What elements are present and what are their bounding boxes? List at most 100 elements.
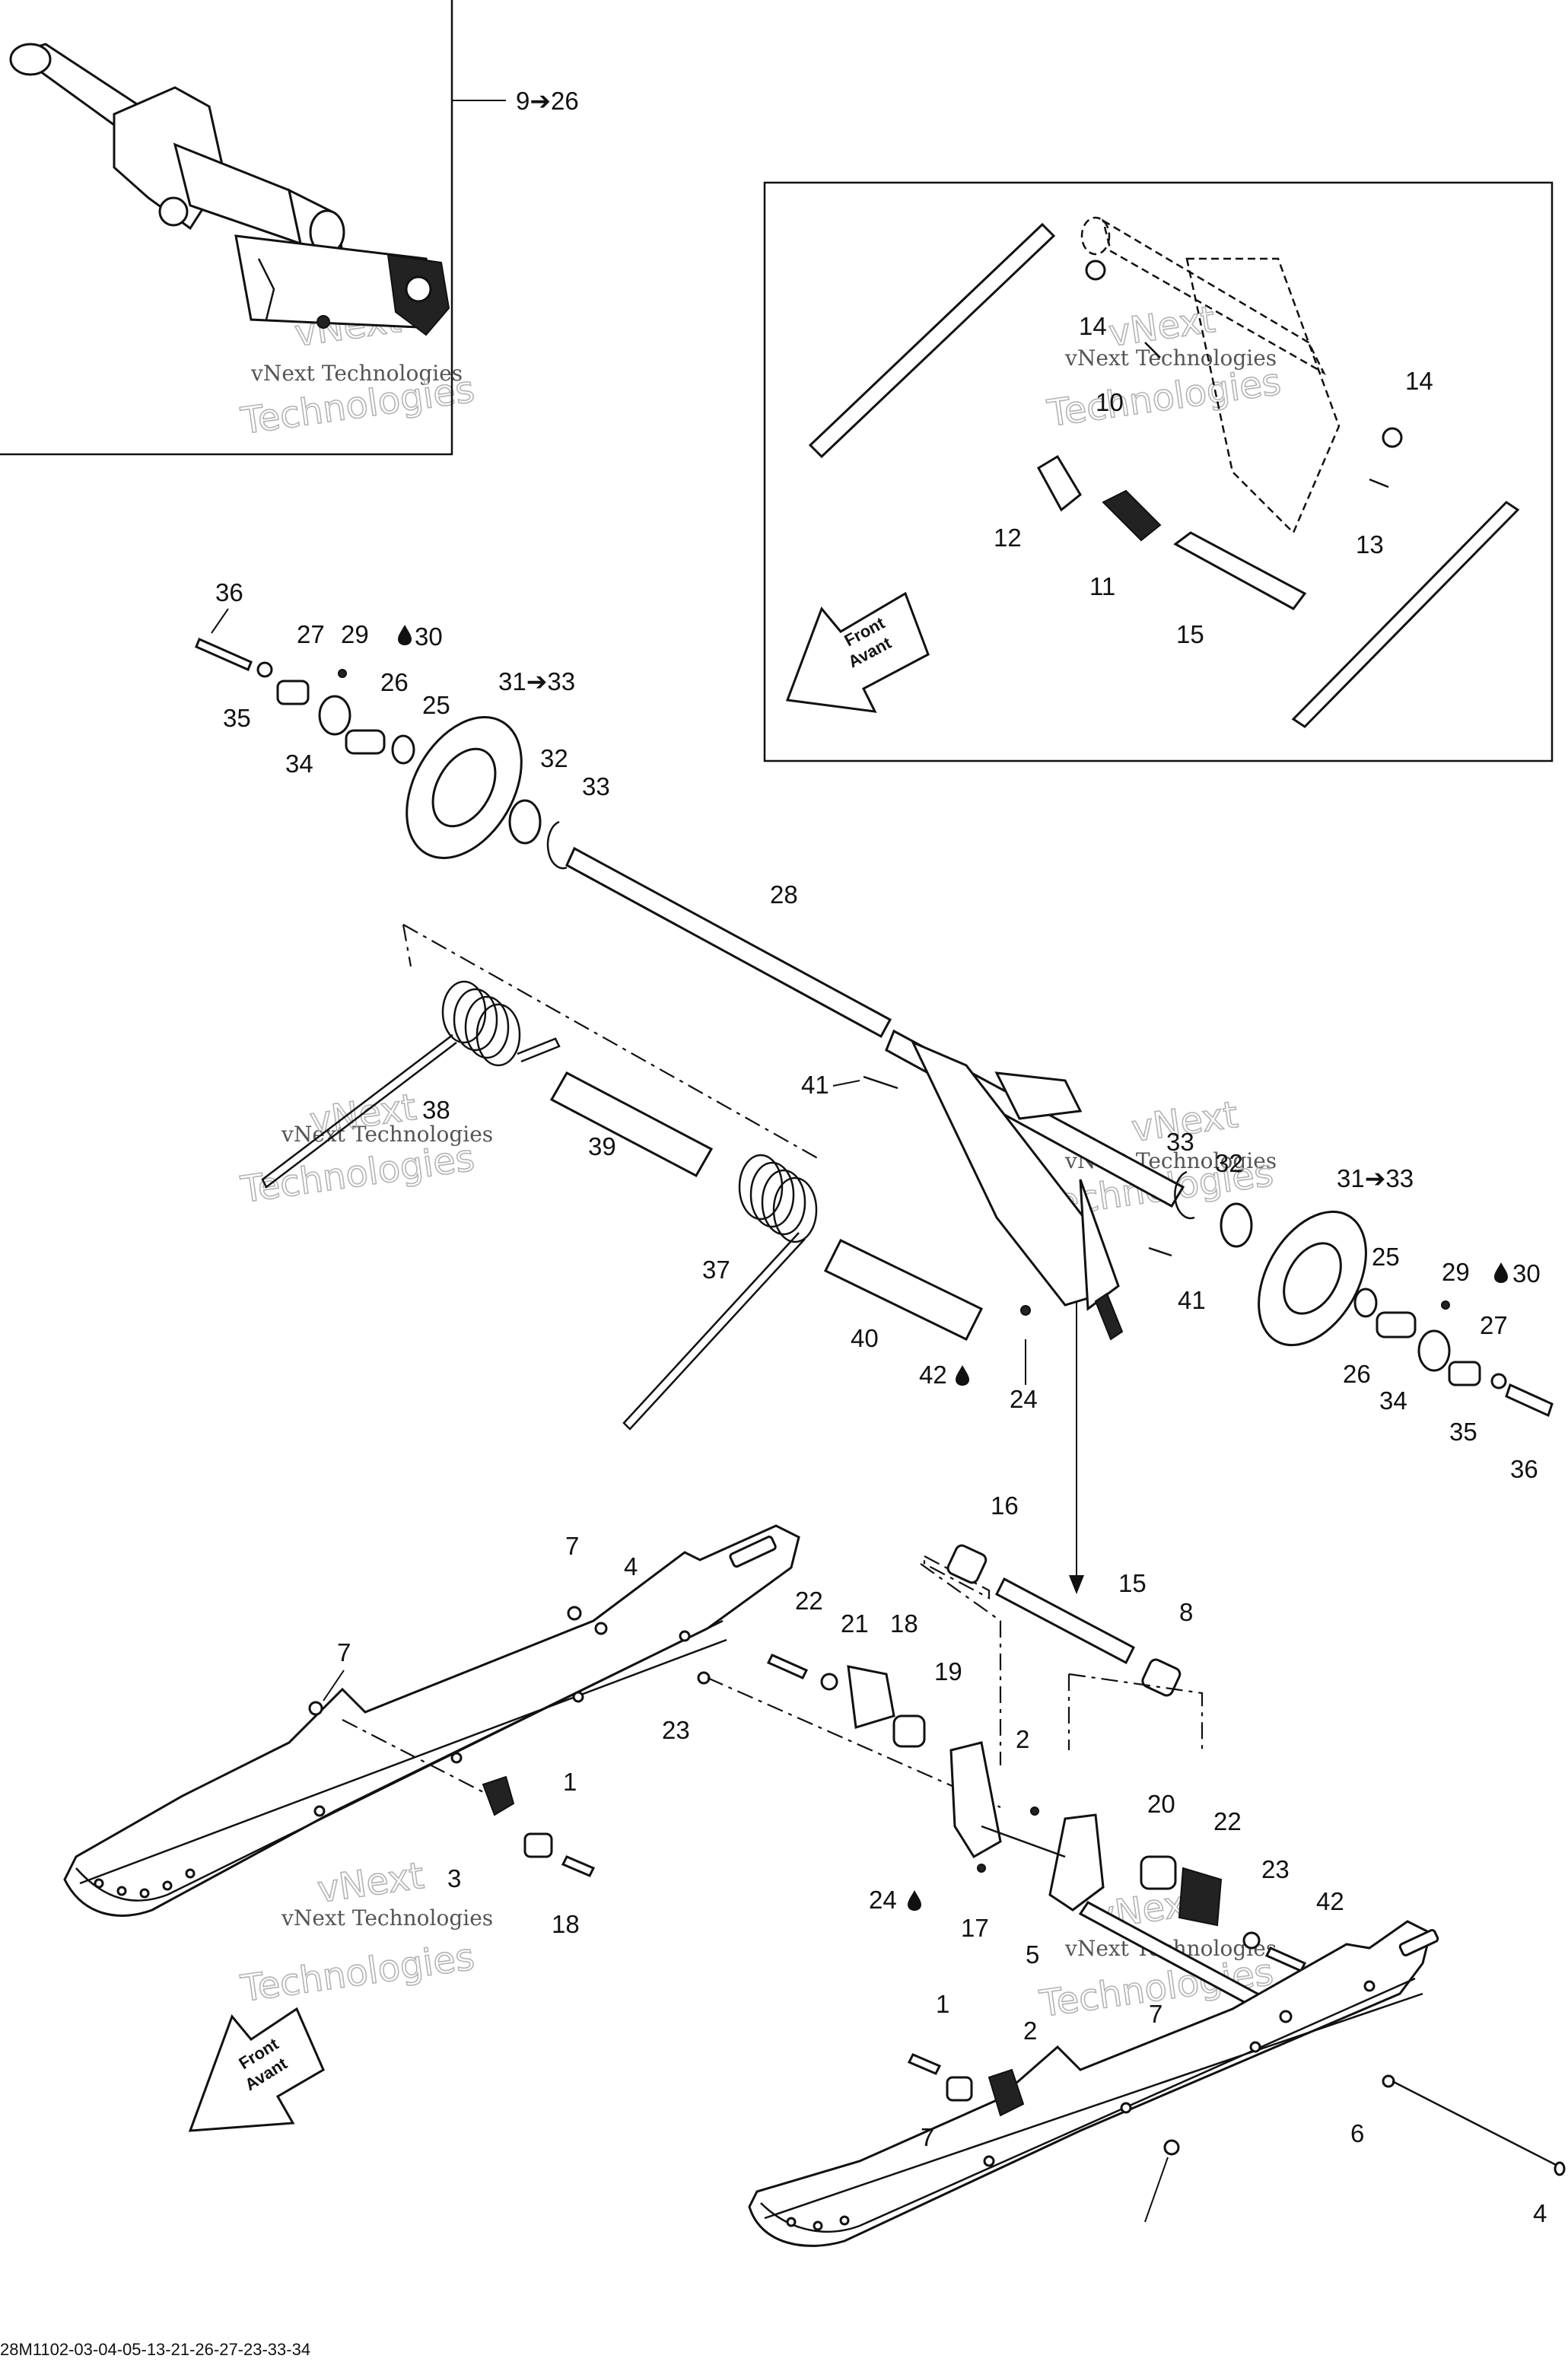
label-30: 30 — [415, 622, 443, 651]
centerline-spring-left — [402, 924, 412, 967]
front-arrow-shape — [785, 591, 930, 713]
label-10: 14 — [1405, 367, 1433, 395]
nut-10-left — [1085, 259, 1106, 281]
lube-icon — [1494, 1262, 1508, 1283]
washer-35-left — [256, 661, 273, 678]
label-8: 7 — [565, 1532, 579, 1560]
bushing-15-right — [1141, 1658, 1182, 1697]
front-badge-inset: Front Avant — [785, 591, 930, 713]
centerline-spring-top — [402, 924, 822, 1161]
rail-hole — [839, 2215, 850, 2226]
grease-fitting-29-right — [1441, 1300, 1450, 1310]
leader-36 — [211, 608, 229, 634]
label-12: 11 — [1089, 572, 1115, 600]
label-35: 35 — [1449, 1418, 1477, 1446]
rail-hole — [450, 1752, 463, 1764]
grease-fitting-24 — [1020, 1305, 1031, 1316]
rail-left-edge — [75, 1619, 724, 1902]
spring-coil — [453, 988, 498, 1052]
label-29: 29 — [341, 620, 369, 648]
spring-tab — [517, 1037, 561, 1063]
bushing-13 — [1036, 454, 1082, 512]
washer-7-c — [1279, 2010, 1293, 2023]
label-18: 19 — [934, 1657, 962, 1686]
bearing-32-left — [508, 799, 542, 845]
ring-25-right — [1353, 1288, 1378, 1318]
lower-shaft-assembly — [920, 1544, 1204, 1765]
damper-40 — [823, 1239, 984, 1341]
leader-4 — [323, 1670, 345, 1701]
bolt-36-right — [1505, 1383, 1554, 1418]
drawing-number: 28M1102-03-04-05-13-21-26-27-23-33-34 — [0, 2340, 310, 2359]
label-33: 33 — [582, 772, 610, 801]
nut-8 — [567, 1606, 582, 1621]
watermark-text: vNext Technologies — [1064, 345, 1277, 371]
arm-weld-line — [257, 258, 275, 320]
bracket-plate-17 — [1048, 1813, 1105, 1912]
front-badge-main: Front Avant — [188, 2007, 325, 2132]
bracket-21 — [847, 1665, 895, 1729]
circlip-33-right — [1174, 1170, 1195, 1220]
rail-right-bottom — [764, 1992, 1423, 2220]
spacer-26-left — [345, 729, 386, 755]
bracket-plate-left — [949, 1741, 1002, 1859]
shaft-16 — [995, 1577, 1135, 1665]
nut-10-right — [1382, 427, 1403, 448]
label-27: 27 — [297, 620, 325, 648]
leader-41 — [832, 1080, 860, 1087]
watermark-text: Technologies — [1045, 361, 1283, 436]
rail-hole — [162, 1880, 173, 1891]
label-42: 42 — [919, 1361, 947, 1389]
arm-crossbar — [173, 142, 303, 246]
assembly-arrow-head — [1069, 1575, 1084, 1594]
spring-arm — [261, 1034, 457, 1189]
bracket-link — [981, 1825, 1066, 1858]
bolt-14-left — [1144, 342, 1161, 358]
spring-coil — [464, 995, 510, 1059]
rail-crossmember-hardware — [766, 1654, 1307, 2022]
washer-7-b — [697, 1671, 711, 1685]
label-5: 7 — [1149, 2000, 1162, 2028]
arm-assembly-illustration — [9, 43, 450, 336]
label-18: 20 — [1147, 1790, 1175, 1818]
label-22: 21 — [841, 1609, 869, 1638]
rail-hole — [1249, 2041, 1261, 2053]
nut-4-right — [1163, 2139, 1180, 2156]
arm-tube-end — [9, 43, 52, 76]
inset-front-arm-box: Front Avant 14 10 14 13 12 11 15 — [763, 181, 1554, 762]
shaft-6-line — [1391, 2080, 1564, 2170]
label-10: 14 — [1079, 312, 1107, 340]
label-7: 23 — [662, 1716, 690, 1744]
inset-callout-label: 9➔26 — [516, 87, 579, 115]
spacer-2-left — [523, 1832, 553, 1858]
label-13: 12 — [994, 524, 1022, 552]
bracket-20 — [1178, 1867, 1223, 1927]
label-31-33: 31➔33 — [1337, 1164, 1414, 1192]
label-32: 32 — [1215, 1149, 1243, 1177]
rail-hole — [679, 1630, 691, 1642]
label-2: 7 — [921, 2123, 934, 2151]
label-25: 25 — [1372, 1243, 1400, 1271]
rail-left-slot — [729, 1536, 777, 1568]
idler-wheel-left-assembly — [195, 638, 568, 870]
block-1-right — [988, 2068, 1025, 2117]
spring-coil — [772, 1176, 818, 1243]
block-1-left — [482, 1775, 515, 1816]
rail-hole — [313, 1805, 326, 1817]
spring-arm — [622, 1232, 806, 1431]
washer-7-a — [594, 1622, 608, 1635]
label-30: 30 — [1512, 1259, 1541, 1288]
label-32: 32 — [540, 744, 568, 772]
rail-hole — [94, 1878, 104, 1889]
spring-coil — [749, 1161, 795, 1228]
wheel-hub-left — [431, 747, 497, 828]
torsion-spring-38 — [261, 980, 561, 1189]
spacer-27-left — [276, 680, 310, 705]
label-27: 27 — [1480, 1311, 1508, 1339]
label-34: 34 — [1379, 1386, 1407, 1415]
rail-right-holes — [786, 1980, 1376, 2231]
rail-right-edge — [760, 1977, 1416, 2233]
rail-hole — [1363, 1980, 1376, 1992]
label-24: 17 — [961, 1914, 989, 1942]
label-21: 18 — [890, 1609, 918, 1638]
